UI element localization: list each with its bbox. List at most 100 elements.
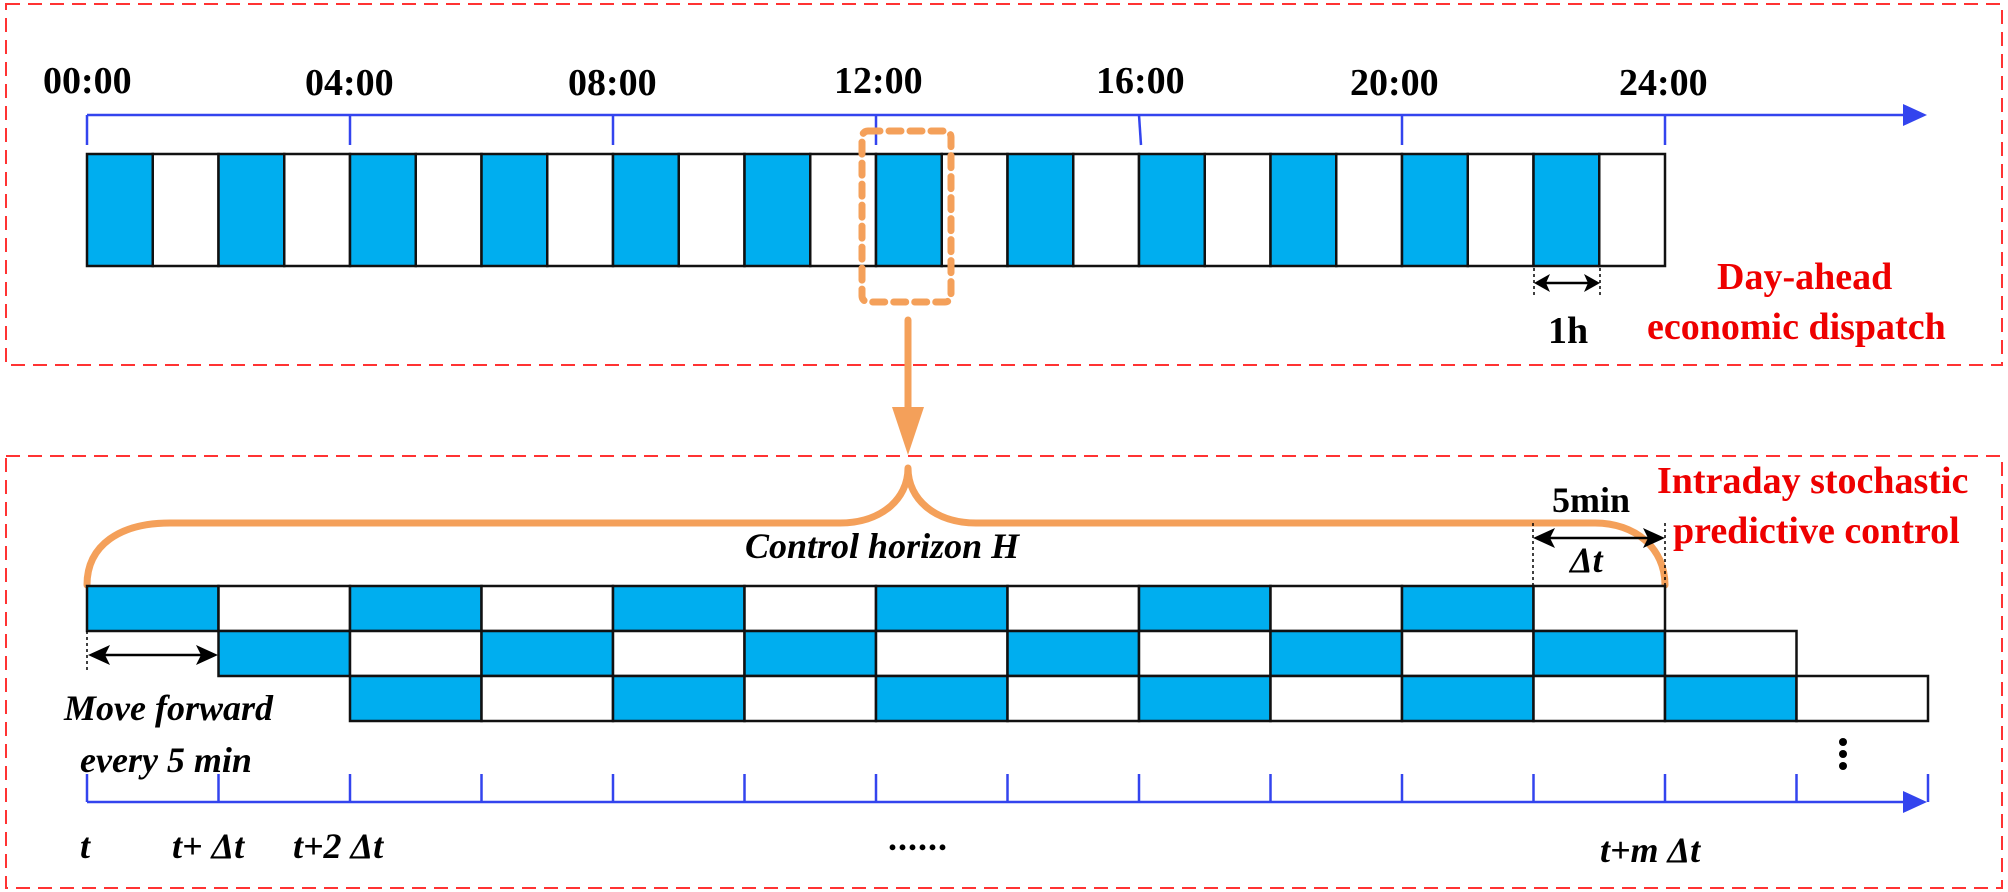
interval-cell xyxy=(480,629,615,678)
double-arrow-left-icon xyxy=(88,645,110,665)
time-label-16: 16:00 xyxy=(1096,60,1185,102)
hour-slot xyxy=(151,152,220,268)
interval-cell xyxy=(1269,674,1404,723)
hour-slot xyxy=(414,152,483,268)
selected-hour-highlight xyxy=(858,127,955,306)
hour-slot xyxy=(1598,152,1667,268)
axis-label-ellipsis: ...... xyxy=(888,818,948,858)
interval-cell xyxy=(743,584,878,633)
interval-cell xyxy=(1400,584,1535,633)
hour-slot xyxy=(1072,152,1141,268)
interval-cell xyxy=(1137,629,1272,678)
more-rows-ellipsis-icon xyxy=(1839,738,1847,770)
hour-slot xyxy=(348,152,417,268)
control-horizon-label: Control horizon H xyxy=(745,526,1020,566)
interval-cell xyxy=(1400,674,1535,723)
interval-cell xyxy=(1400,629,1535,678)
interval-cell xyxy=(1532,584,1667,633)
move-forward-label-line1: Move forward xyxy=(64,688,273,728)
one-hour-dimension xyxy=(1533,268,1601,298)
control-horizon-brace xyxy=(83,464,1669,589)
axis-label-t: t xyxy=(80,826,91,866)
double-arrow-right-icon xyxy=(196,645,218,665)
hour-slot xyxy=(1137,152,1206,268)
interval-cell xyxy=(1795,674,1930,723)
hour-slot xyxy=(1400,152,1469,268)
interval-cell xyxy=(480,584,615,633)
hour-slot xyxy=(1466,152,1535,268)
five-minute-dimension xyxy=(1532,523,1666,585)
axis-label-t-plus-m-dt: t+m Δt xyxy=(1600,830,1701,870)
day-ahead-title-line2: economic dispatch xyxy=(1647,306,1946,348)
axis-arrow-icon xyxy=(1903,791,1927,813)
interval-cell xyxy=(874,674,1009,723)
interval-cell xyxy=(743,629,878,678)
double-arrow-left-icon xyxy=(1533,528,1555,548)
interval-cell xyxy=(217,629,352,678)
interval-cell xyxy=(1663,629,1798,678)
interval-cell xyxy=(348,584,483,633)
hour-slot xyxy=(217,152,286,268)
time-label-00: 00:00 xyxy=(43,60,132,102)
interval-cell xyxy=(480,674,615,723)
interval-cell xyxy=(1006,584,1141,633)
move-forward-label-line2: every 5 min xyxy=(80,740,252,780)
axis-arrow-icon xyxy=(1903,104,1927,126)
interval-cell xyxy=(611,629,746,678)
step-label-5min: 5min xyxy=(1552,480,1631,520)
time-label-12: 12:00 xyxy=(834,60,923,102)
interval-cell xyxy=(1137,674,1272,723)
interval-cell xyxy=(1532,629,1667,678)
time-label-24: 24:00 xyxy=(1619,62,1708,104)
hour-slot xyxy=(677,152,746,268)
double-arrow-right-icon xyxy=(1584,274,1600,292)
hour-slot xyxy=(611,152,680,268)
day-ahead-panel-border xyxy=(5,3,2003,366)
hour-slot xyxy=(874,152,943,268)
hour-slot xyxy=(1269,152,1338,268)
interval-cell xyxy=(1137,584,1272,633)
hour-slot xyxy=(283,152,352,268)
axis-label-t-plus-2dt: t+2 Δt xyxy=(293,826,384,866)
axis-label-t-plus-dt: t+ Δt xyxy=(172,826,245,866)
hour-slot xyxy=(480,152,549,268)
step-label-delta-t: Δt xyxy=(1570,540,1603,580)
intraday-panel-border xyxy=(5,455,2003,889)
interval-cell xyxy=(1532,674,1667,723)
time-label-20: 20:00 xyxy=(1350,62,1439,104)
interval-cell xyxy=(611,674,746,723)
interval-cell xyxy=(874,629,1009,678)
hour-slot xyxy=(85,152,154,268)
intraday-rolling-rows xyxy=(85,584,1930,723)
interval-cell xyxy=(743,674,878,723)
hour-slot xyxy=(1532,152,1601,268)
day-ahead-time-axis xyxy=(85,104,1927,146)
interval-cell xyxy=(348,629,483,678)
interval-cell xyxy=(1663,674,1798,723)
interval-cell xyxy=(1269,629,1404,678)
hour-slot xyxy=(809,152,878,268)
time-label-04: 04:00 xyxy=(305,62,394,104)
double-arrow-left-icon xyxy=(1534,274,1550,292)
hour-slot xyxy=(743,152,812,268)
day-ahead-title-line1: Day-ahead xyxy=(1717,256,1893,298)
interval-cell xyxy=(217,584,352,633)
interval-cell xyxy=(874,584,1009,633)
intraday-title-line1: Intraday stochastic xyxy=(1657,460,1969,502)
interval-cell xyxy=(348,674,483,723)
interval-cell xyxy=(1269,584,1404,633)
day-ahead-slots xyxy=(85,152,1667,268)
hour-slot xyxy=(546,152,615,268)
hour-slot xyxy=(1335,152,1404,268)
zoom-in-arrow xyxy=(892,316,924,455)
time-label-08: 08:00 xyxy=(568,62,657,104)
interval-cell xyxy=(85,584,220,633)
arrow-down-icon xyxy=(892,407,924,455)
intraday-title-line2: predictive control xyxy=(1673,510,1960,552)
intraday-time-axis xyxy=(85,774,1930,813)
interval-cell xyxy=(611,584,746,633)
hour-slot xyxy=(1203,152,1272,268)
double-arrow-right-icon xyxy=(1643,528,1665,548)
interval-cell xyxy=(1006,674,1141,723)
